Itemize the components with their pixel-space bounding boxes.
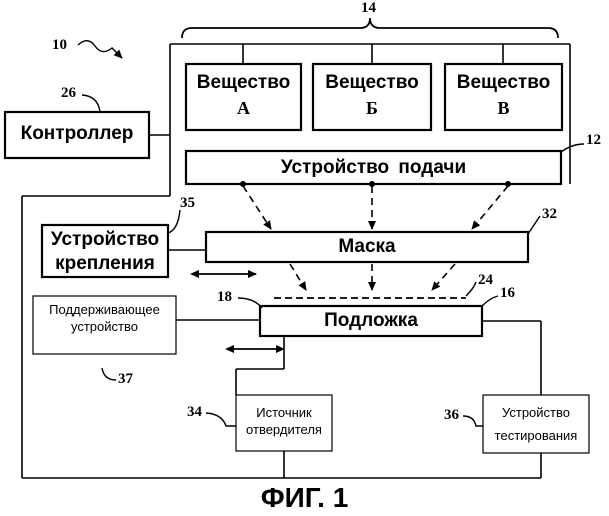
ref-26: 26 (61, 85, 76, 102)
hardener-label-line2: отвердителя (236, 422, 332, 437)
substance-a-label: Вещество (186, 72, 301, 94)
ref-14: 14 (361, 0, 376, 17)
ref-16: 16 (500, 285, 515, 302)
fixture-label-line2: крепления (42, 253, 168, 275)
tester-label-line1: Устройство (483, 405, 589, 420)
substance-a-letter: А (186, 98, 301, 119)
substance-c-letter: В (445, 98, 562, 119)
ref-35: 35 (180, 195, 195, 212)
feeder-label: Устройство подачи (186, 157, 561, 179)
substance-b-label: Вещество (313, 72, 431, 94)
group-brace-14 (182, 18, 558, 38)
ref-10-pointer (78, 41, 122, 58)
substance-b-letter: Б (313, 98, 431, 119)
ref-10: 10 (52, 37, 67, 54)
ref-18: 18 (217, 289, 232, 306)
hardener-label-line1: Источник (236, 405, 332, 420)
ref-37: 37 (118, 371, 133, 388)
substrate-label: Подложка (260, 310, 482, 332)
figure-caption: ФИГ. 1 (0, 482, 609, 514)
support-label-line2: устройство (33, 319, 176, 334)
controller-label: Контроллер (5, 123, 149, 145)
ref-24: 24 (478, 272, 493, 289)
tester-box (483, 395, 589, 453)
substance-c-label: Вещество (445, 72, 562, 94)
ref-12: 12 (586, 132, 601, 149)
tester-label-line2: тестирования (483, 428, 589, 443)
fixture-label-line1: Устройство (42, 229, 168, 251)
support-label-line1: Поддерживающее (33, 302, 176, 317)
ref-32: 32 (542, 206, 557, 223)
mask-label: Маска (206, 236, 528, 258)
ref-34: 34 (187, 404, 202, 421)
ref-36: 36 (444, 407, 459, 424)
